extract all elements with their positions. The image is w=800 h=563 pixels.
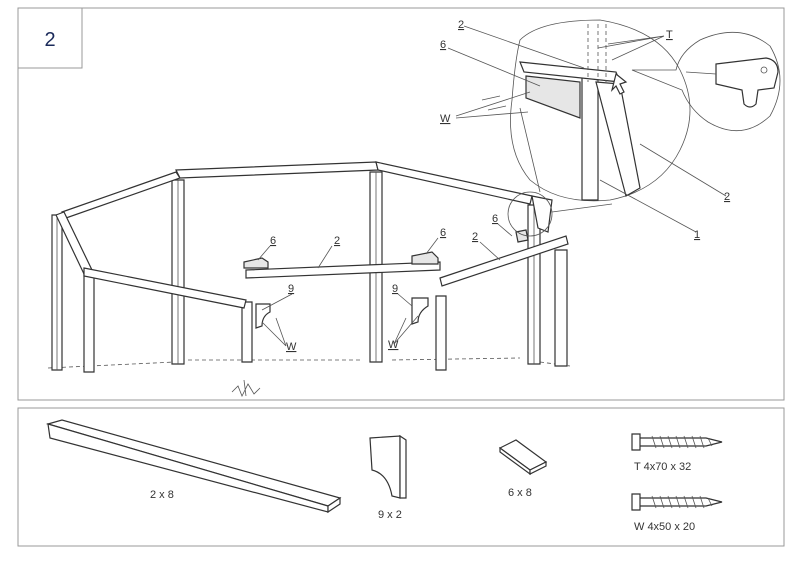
corner-post-right [527, 204, 541, 365]
detail-label-post: 1 [694, 229, 700, 241]
drill-icon [685, 57, 779, 108]
part-bracket [369, 434, 407, 499]
gazebo-frame-drawing [47, 161, 571, 397]
part-beam [45, 419, 342, 514]
part-beam-caption: 2 x 8 [150, 489, 174, 501]
label-bracket-left: 9 [288, 283, 294, 295]
corner-post-front-left [83, 271, 95, 373]
label-block-center: 6 [440, 227, 446, 239]
post-front-center-left [241, 301, 253, 363]
assembly-panel [17, 7, 785, 401]
label-screw-left: W [286, 341, 297, 353]
screw-t-icon [631, 433, 723, 451]
detail-label-screws-t: T [666, 29, 673, 41]
label-screw-right: W [388, 339, 399, 351]
label-beam-right: 2 [472, 231, 478, 243]
part-bracket-caption: 9 x 2 [378, 509, 402, 521]
corner-post-front-right [554, 249, 568, 367]
label-bracket-right: 9 [392, 283, 398, 295]
detail-label-block: 6 [440, 39, 446, 51]
step-number-box: 2 [17, 7, 83, 69]
detail-label-beam-top: 2 [458, 19, 464, 31]
part-block-caption: 6 x 8 [508, 487, 532, 499]
label-block-right: 6 [492, 213, 498, 225]
part-block [498, 439, 548, 476]
part-screw-w-caption: W 4x50 x 20 [634, 521, 695, 533]
detail-view [447, 19, 781, 233]
detail-label-beam-diag: 2 [724, 191, 730, 203]
step-number: 2 [44, 29, 55, 51]
label-beam-center: 2 [334, 235, 340, 247]
screw-w-icon [631, 493, 723, 511]
part-screw-t-caption: T 4x70 x 32 [634, 461, 691, 473]
corner-post-left [51, 214, 63, 371]
detail-label-screws-w: W [440, 113, 451, 125]
corner-post-back-left [171, 179, 185, 365]
post-front-center-right [435, 295, 447, 371]
label-block-left: 6 [270, 235, 276, 247]
